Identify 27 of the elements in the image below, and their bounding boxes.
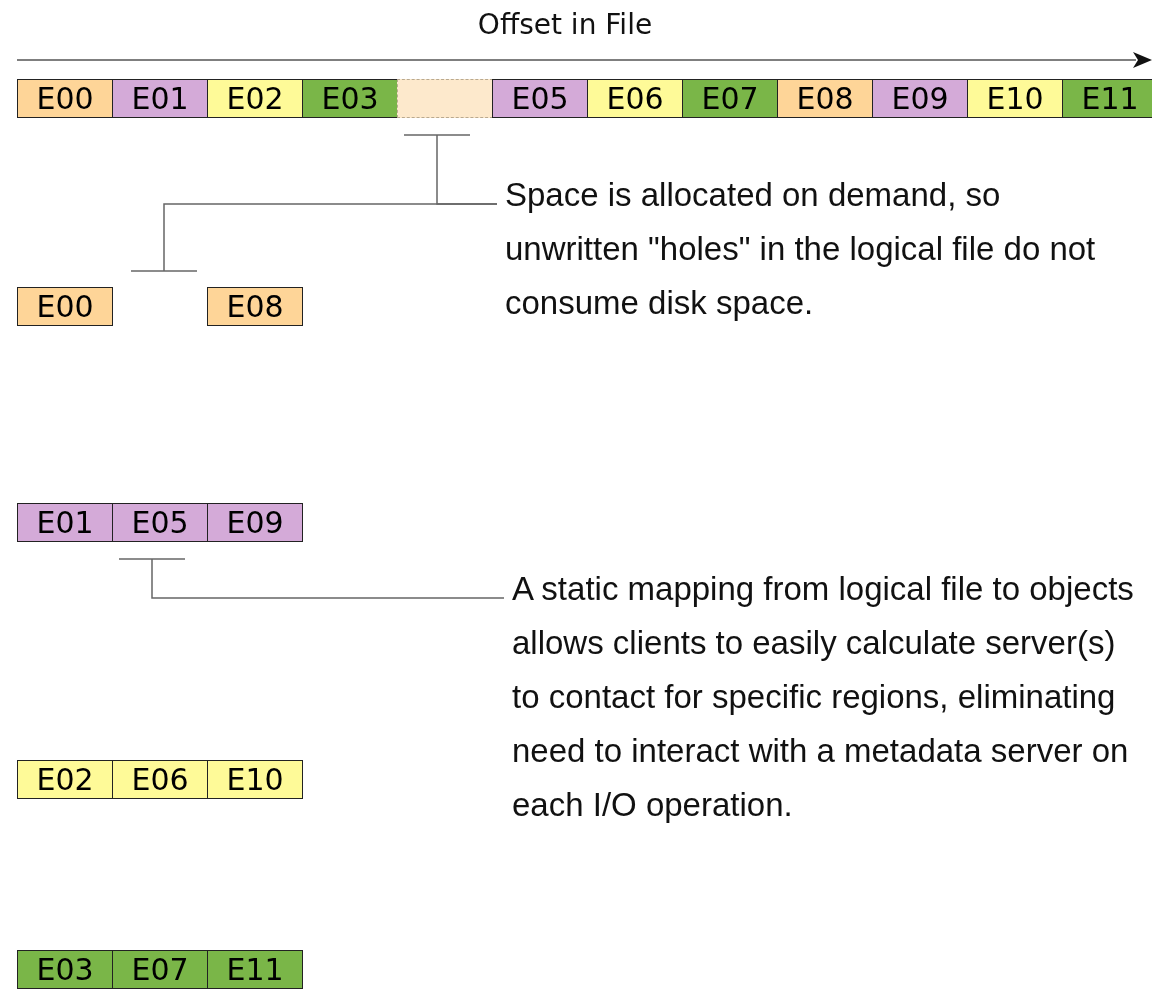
extent-cell: E02 bbox=[17, 760, 113, 799]
extent-cell: E06 bbox=[112, 760, 208, 799]
extent-cell: E09 bbox=[872, 79, 968, 118]
extent-cell: E01 bbox=[112, 79, 208, 118]
extent-cell: E11 bbox=[1062, 79, 1152, 118]
extent-cell: E10 bbox=[967, 79, 1063, 118]
extent-cell: E07 bbox=[112, 950, 208, 989]
extent-cell: E08 bbox=[777, 79, 873, 118]
note-text: A static mapping from logical file to objects allows clients to easily calculate server(s) to contact for specific regions, eliminating need to interact with a metadata server on each I/O operation. bbox=[512, 570, 1134, 823]
extent-cell: E08 bbox=[207, 287, 303, 326]
extent-cell: E03 bbox=[302, 79, 398, 118]
extent-cell: E00 bbox=[17, 287, 113, 326]
extent-cell: E05 bbox=[112, 503, 208, 542]
extent-cell: E11 bbox=[207, 950, 303, 989]
extent-cell: E03 bbox=[17, 950, 113, 989]
extent-cell: E05 bbox=[492, 79, 588, 118]
note-text: Space is allocated on demand, so unwritten "holes" in the logical file do not consume disk space. bbox=[505, 176, 1096, 321]
leader-line bbox=[130, 203, 498, 272]
leader-line bbox=[118, 558, 505, 599]
axis-label: Offset in File bbox=[476, 8, 654, 41]
extent-cell: E00 bbox=[17, 79, 113, 118]
extent-cell: E01 bbox=[17, 503, 113, 542]
extent-cell: E09 bbox=[207, 503, 303, 542]
extent-cell: E06 bbox=[587, 79, 683, 118]
extent-cell: E10 bbox=[207, 760, 303, 799]
extent-cell: E07 bbox=[682, 79, 778, 118]
extent-cell: E02 bbox=[207, 79, 303, 118]
